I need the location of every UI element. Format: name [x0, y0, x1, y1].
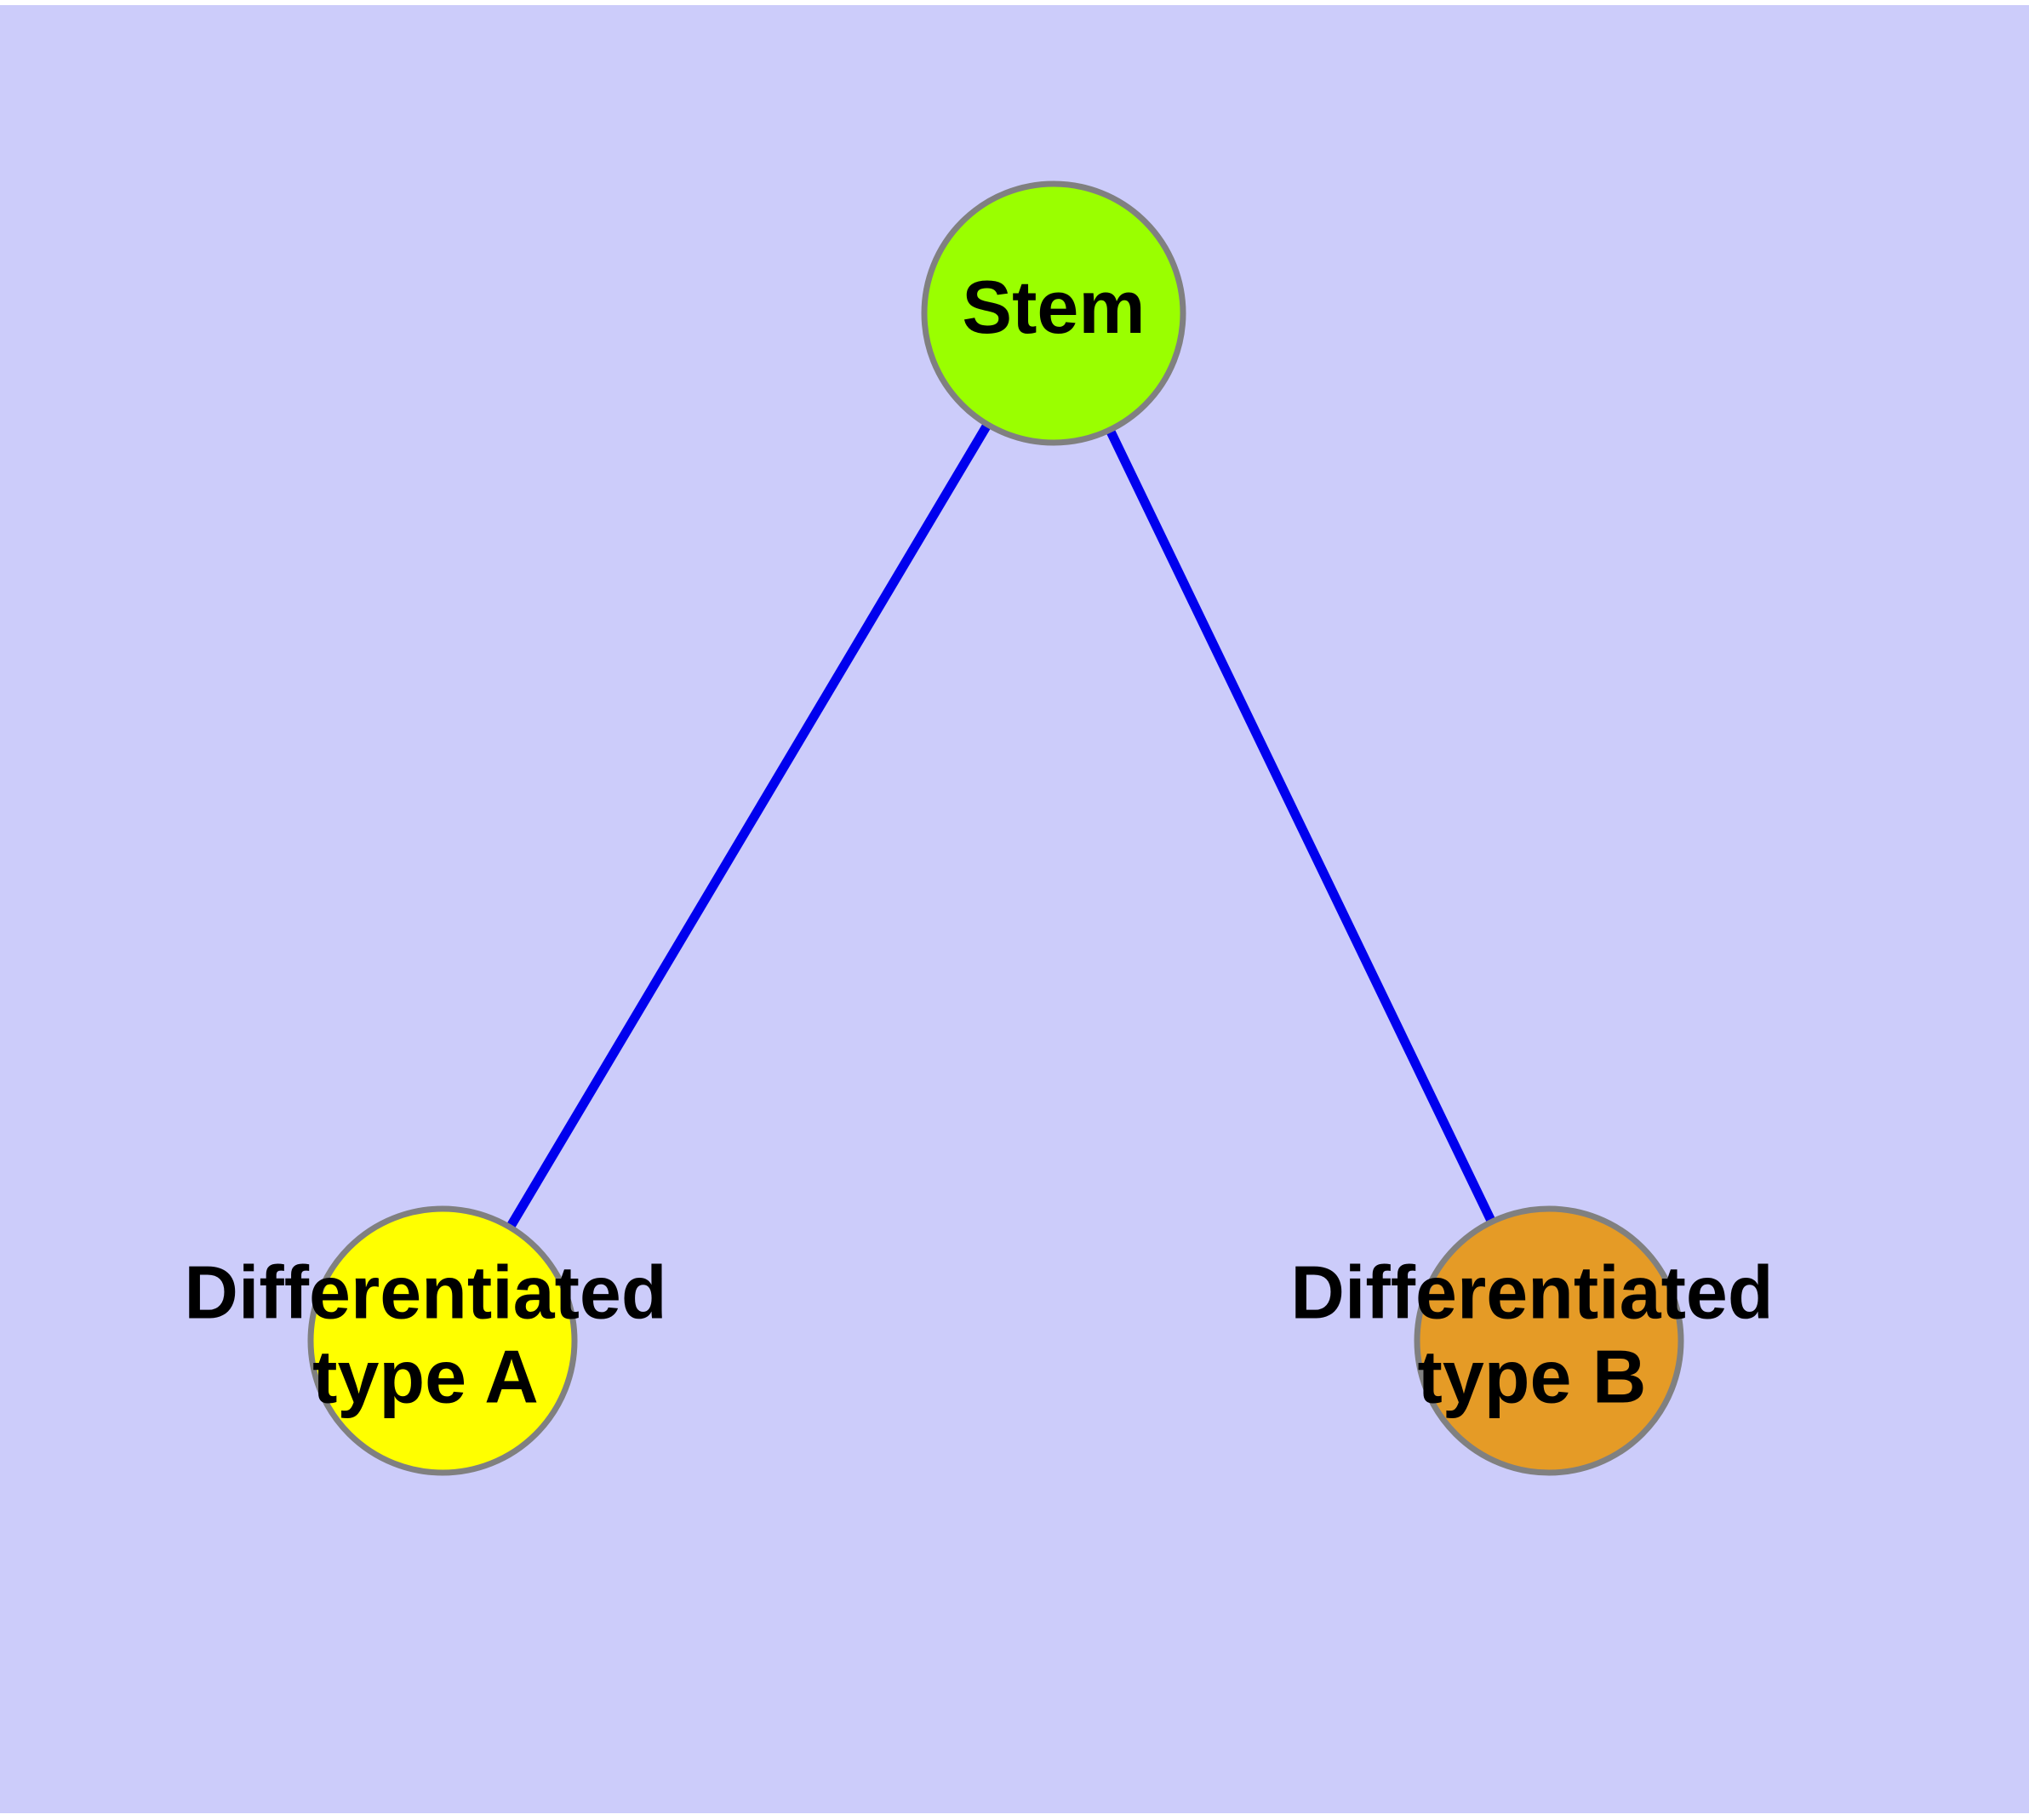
node-label-line: Differentiated — [1290, 1251, 1773, 1335]
node-label-line: Differentiated — [184, 1251, 666, 1335]
node-label-stem: Stem — [962, 265, 1145, 349]
node-stem[interactable] — [921, 180, 1186, 446]
edge-stem-diff-a — [438, 311, 1058, 1343]
nodes-layer — [307, 180, 1684, 1476]
edge-stem-diff-b — [1049, 311, 1553, 1343]
edges-layer — [438, 311, 1553, 1343]
node-label-line: type B — [1418, 1335, 1647, 1419]
node-label-line: type A — [312, 1335, 539, 1419]
node-label-line: Stem — [962, 265, 1145, 349]
node-diff_a[interactable] — [307, 1205, 578, 1476]
node-diff_b[interactable] — [1414, 1205, 1684, 1476]
